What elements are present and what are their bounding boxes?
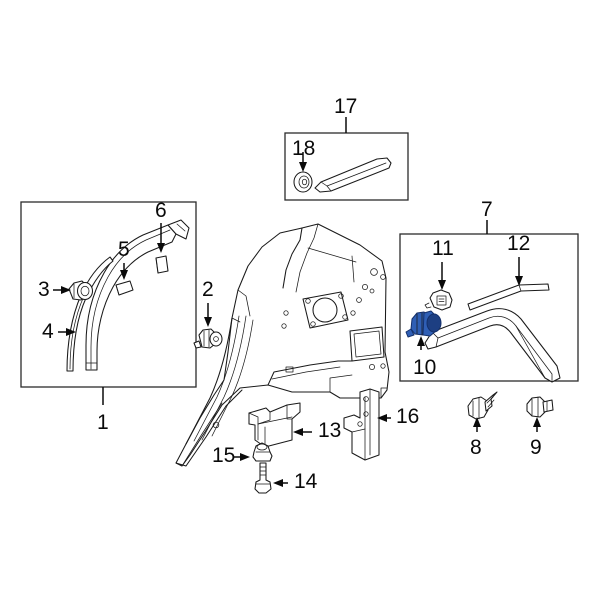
callout-label-1: 1 — [97, 411, 109, 434]
callout-label-16: 16 — [396, 405, 420, 428]
callout-label-15: 15 — [212, 444, 236, 467]
molding-12-flare — [424, 308, 561, 383]
screw-8-part — [467, 391, 498, 420]
drip-molding-part — [85, 219, 190, 371]
bolt-14-part — [254, 462, 272, 494]
group-box-1 — [20, 201, 197, 405]
callout-label-12: 12 — [507, 232, 531, 255]
clip-10-part-highlighted — [405, 310, 442, 338]
callout-label-10: 10 — [413, 356, 437, 379]
weatherstrip-4-part — [66, 256, 114, 372]
callout-label-13: 13 — [318, 419, 342, 442]
callout-label-8: 8 — [470, 436, 482, 459]
bracket-16-part — [343, 388, 380, 461]
group-box-7 — [399, 220, 579, 382]
plug-15-part — [252, 442, 273, 462]
pad-6-part — [155, 255, 169, 274]
callout-label-11: 11 — [432, 237, 454, 260]
callout-label-18: 18 — [292, 137, 316, 160]
clip-11-part — [424, 289, 453, 311]
group-box-17 — [284, 117, 409, 201]
pad-5-part — [115, 280, 134, 296]
callout-leaders — [53, 152, 541, 487]
clip-2-part — [193, 328, 223, 349]
quarter-panel-part — [175, 223, 390, 467]
callout-label-2: 2 — [202, 278, 214, 301]
callout-label-17: 17 — [334, 95, 358, 118]
callout-label-7: 7 — [481, 198, 493, 221]
callout-label-3: 3 — [38, 278, 50, 301]
grommet-18-part — [293, 171, 313, 193]
molding-12-strip — [467, 283, 550, 311]
grommet-3-part — [68, 280, 94, 301]
callout-label-9: 9 — [530, 436, 542, 459]
bracket-13-part — [248, 402, 301, 448]
trim-17-part — [314, 157, 392, 193]
callout-label-14: 14 — [294, 470, 318, 493]
bolt-9-part — [526, 396, 554, 418]
callout-label-5: 5 — [118, 238, 130, 261]
callout-label-6: 6 — [155, 199, 167, 222]
callout-label-4: 4 — [42, 320, 54, 343]
